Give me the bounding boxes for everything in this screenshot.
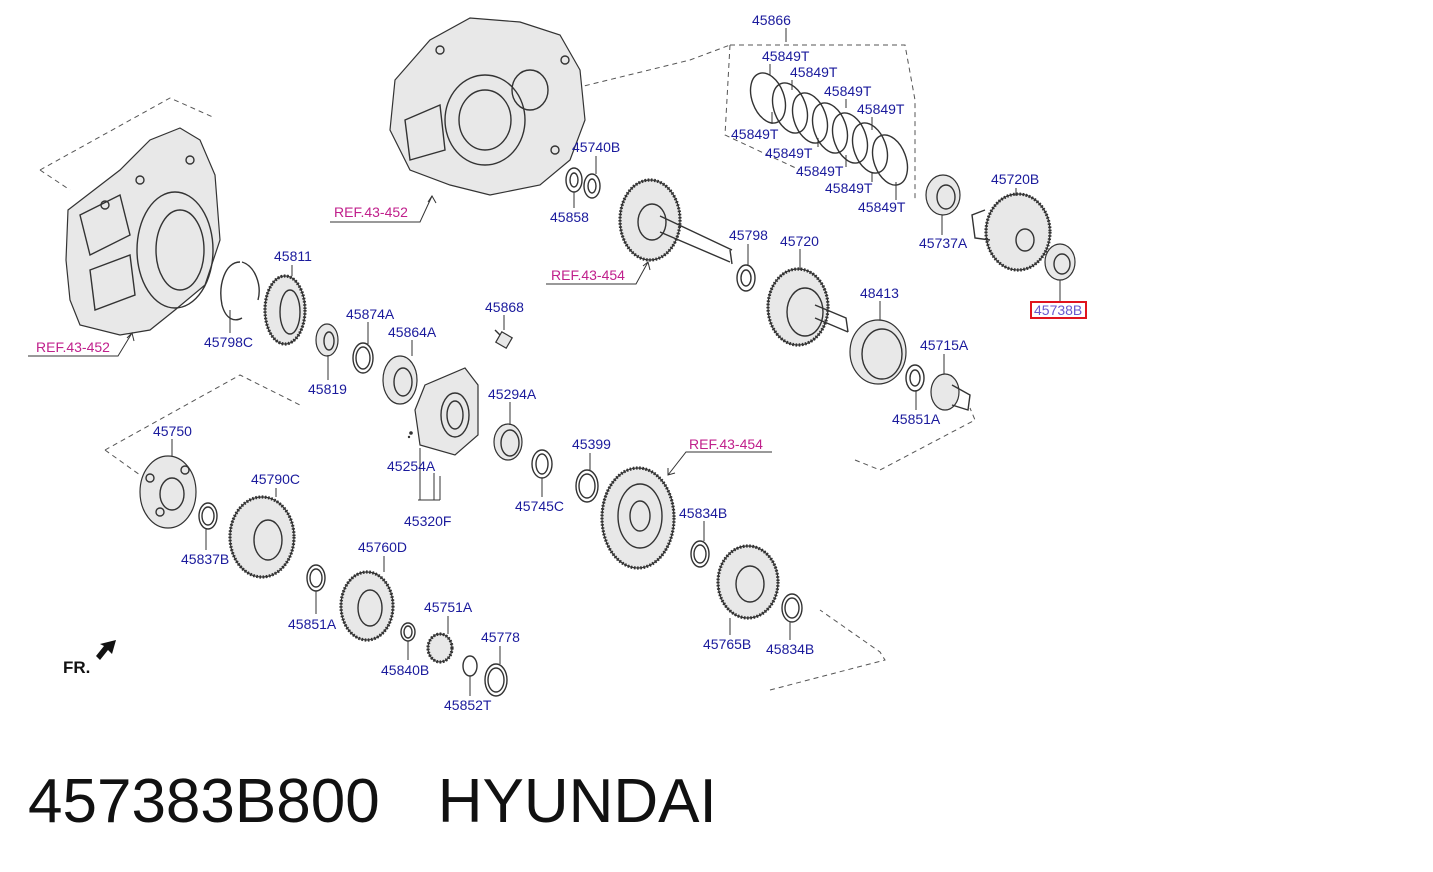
ring-gear-differential — [600, 466, 676, 570]
callout-45840B: 45840B — [381, 662, 429, 678]
front-direction-label: FR. — [63, 658, 90, 677]
callout-45798: 45798 — [729, 227, 768, 243]
callout-45798C: 45798C — [204, 334, 253, 350]
washer-45851A-gear-45715A — [905, 364, 971, 411]
gear-45790C — [228, 495, 296, 579]
callout-45849T: 45849T — [858, 199, 906, 215]
bolt-45868 — [494, 329, 514, 350]
bearing-45738B — [1044, 243, 1076, 281]
washer-45798 — [736, 264, 756, 292]
callout-45740B: 45740B — [572, 139, 620, 155]
ref-label[interactable]: REF.43-452 — [334, 204, 408, 220]
callout-45294A: 45294A — [488, 386, 537, 402]
gear-45720 — [766, 267, 849, 347]
washer-45837B — [198, 502, 218, 530]
callout-45811: 45811 — [274, 248, 312, 264]
callout-45790C: 45790C — [251, 471, 300, 487]
callout-45834B: 45834B — [766, 641, 814, 657]
callout-45720: 45720 — [780, 233, 819, 249]
callout-45745C: 45745C — [515, 498, 564, 514]
callout-45834B: 45834B — [679, 505, 727, 521]
callout-45737A: 45737A — [919, 235, 968, 251]
callout-45715A: 45715A — [920, 337, 969, 353]
bearing-45864A — [382, 355, 418, 405]
callout-45849T: 45849T — [731, 126, 779, 142]
callout-45849T: 45849T — [765, 145, 813, 161]
leader-lines — [171, 28, 1061, 696]
clutch-ring-stack — [749, 72, 909, 186]
snap-ring-45798C — [220, 261, 260, 321]
callout-45720B: 45720B — [991, 171, 1039, 187]
gear-45720B — [971, 192, 1052, 272]
transmission-housing-left — [65, 127, 221, 336]
bearing-45819-ring-45874A — [315, 323, 374, 374]
callout-45866: 45866 — [752, 12, 791, 28]
front-direction-arrow: FR. — [63, 640, 116, 677]
group-boundaries — [39, 44, 976, 691]
callout-45399: 45399 — [572, 436, 611, 452]
callout-45849T: 45849T — [790, 64, 838, 80]
washer-45851A-lower — [306, 564, 326, 592]
ring-45294A — [493, 423, 523, 461]
callout-45864A: 45864A — [388, 324, 437, 340]
callout-45837B: 45837B — [181, 551, 229, 567]
callout-45751A: 45751A — [424, 599, 473, 615]
callout-45868: 45868 — [485, 299, 524, 315]
ref-label[interactable]: REF.43-454 — [689, 436, 763, 452]
callout-45849T: 45849T — [824, 83, 872, 99]
callout-45778: 45778 — [481, 629, 520, 645]
brand-name: HYUNDAI — [437, 767, 717, 836]
callout-48413: 48413 — [860, 285, 899, 301]
highlighted-callout-45738B[interactable]: 45738B — [1030, 301, 1087, 319]
gear-45760D — [339, 570, 395, 642]
ring-48413 — [849, 319, 907, 385]
callout-45849T: 45849T — [857, 101, 905, 117]
pump-housing-45254A — [407, 367, 479, 456]
transmission-housing-top — [389, 17, 586, 196]
callout-45750: 45750 — [153, 423, 192, 439]
bearing-45737A — [925, 174, 961, 216]
ref-label[interactable]: REF.43-454 — [551, 267, 625, 283]
callout-45851A: 45851A — [288, 616, 337, 632]
planet-carrier-45750 — [139, 455, 197, 529]
reference-pointers — [28, 195, 772, 476]
callout-45851A: 45851A — [892, 411, 941, 427]
part-footer: 457383B800 HYUNDAI — [28, 762, 717, 842]
callout-labels: 45866 45849T 45849T 45849T 45849T 45849T… — [153, 12, 1039, 713]
callout-45320F: 45320F — [404, 513, 451, 529]
exploded-parts-diagram: FR. 45866 45849T 45849T 45849T 45849T 45… — [28, 12, 1087, 713]
callout-45760D: 45760D — [358, 539, 407, 555]
callout-45254A: 45254A — [387, 458, 436, 474]
ref-label[interactable]: REF.43-452 — [36, 339, 110, 355]
input-shaft-gear — [618, 178, 733, 265]
callout-45849T: 45849T — [796, 163, 844, 179]
washers-45858-45740B — [565, 167, 601, 199]
gear-45811 — [263, 274, 307, 346]
callout-45852T: 45852T — [444, 697, 492, 713]
callout-45738B[interactable]: 45738B — [1034, 302, 1082, 318]
reference-labels: REF.43-452 REF.43-452 REF.43-454 REF.43-… — [36, 204, 763, 452]
callout-45849T: 45849T — [825, 180, 873, 196]
callout-45849T: 45849T — [762, 48, 810, 64]
part-number: 457383B800 — [28, 767, 380, 836]
callout-45765B: 45765B — [703, 636, 751, 652]
callout-45819: 45819 — [308, 381, 347, 397]
gear-45765B-washers-45834B — [690, 540, 803, 623]
callout-45858: 45858 — [550, 209, 589, 225]
callout-45874A: 45874A — [346, 306, 395, 322]
